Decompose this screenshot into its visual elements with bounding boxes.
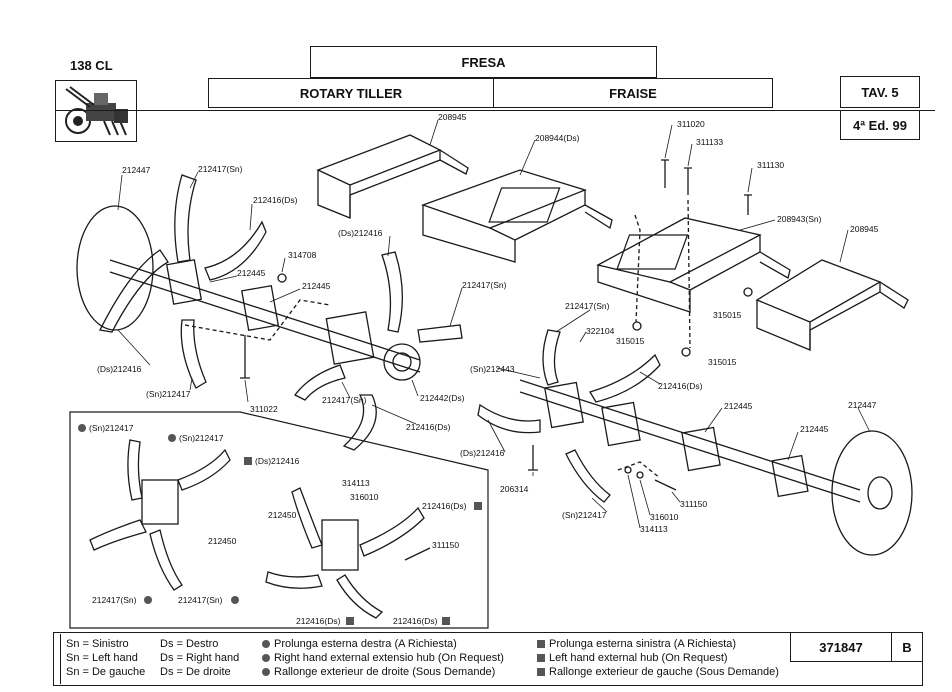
legend-sn-it: Sn = Sinistro — [66, 638, 129, 650]
legend-left-hub-it: Prolunga esterna sinistra (A Richiesta) — [549, 638, 737, 650]
revision-letter: B — [891, 632, 923, 662]
inset-label-212416-d: 212416(Ds) — [393, 616, 438, 626]
cover-208944-ds — [421, 169, 613, 263]
label-212417-sn-a: 212417(Sn) — [198, 164, 243, 174]
label-206314: 206314 — [500, 484, 529, 494]
inset-label-212417-c: 212417(Sn) — [92, 595, 137, 605]
header-rule — [55, 110, 935, 111]
label-212416-ds-b: (Ds)212416 — [338, 228, 383, 238]
legend-right-hub: Prolunga esterna destra (A Richiesta) Ri… — [262, 637, 504, 679]
legend-ds: Ds = Destro Ds = Right hand Ds = De droi… — [160, 637, 239, 679]
label-212445-a: 212445 — [237, 268, 266, 278]
label-208943: 208943(Sn) — [777, 214, 822, 224]
square-marker-icon — [537, 640, 545, 648]
label-314708: 314708 — [288, 250, 317, 260]
label-315015-c: 315015 — [708, 357, 737, 367]
right-shaft — [519, 379, 861, 503]
label-212445-d: 212445 — [800, 424, 829, 434]
label-212445-b: 212445 — [302, 281, 331, 291]
legend-left-hub-fr: Rallonge exterieur de gauche (Sous Deman… — [549, 666, 779, 678]
legend-right-hub-fr: Rallonge exterieur de droite (Sous Deman… — [274, 666, 496, 678]
label-208945-right: 208945 — [850, 224, 879, 234]
inset-label-311150: 311150 — [432, 540, 459, 550]
label-212416-ds-a: 212416(Ds) — [253, 195, 298, 205]
drawing-code: 371847 — [790, 632, 892, 662]
legend-ds-it: Ds = Destro — [160, 638, 219, 650]
label-212416-ds-f: (Ds)212416 — [460, 448, 505, 458]
label-208945-left: 208945 — [438, 112, 467, 122]
label-212442: 212442(Ds) — [420, 393, 465, 403]
label-212447-right: 212447 — [848, 400, 877, 410]
label-315015-a: 315015 — [713, 310, 742, 320]
legend-frame — [53, 632, 923, 686]
label-311020: 311020 — [677, 119, 705, 129]
cover-208945-left — [316, 134, 469, 219]
inset-label-316010: 316010 — [350, 492, 379, 502]
title-french: FRAISE — [493, 78, 773, 108]
inset-label-212417-b: (Sn)212417 — [179, 433, 224, 443]
edition-label: 4ª Ed. 99 — [840, 110, 920, 140]
inset-label-212450-b: 212450 — [268, 510, 297, 520]
label-311133: 311133 — [696, 137, 723, 147]
legend-left-hub-en: Left hand external hub (On Request) — [549, 652, 728, 664]
label-311130: 311130 — [757, 160, 784, 170]
inset-label-212450-a: 212450 — [208, 536, 237, 546]
legend-right-hub-it: Prolunga esterna destra (A Richiesta) — [274, 638, 457, 650]
label-212416-ds-e: 212416(Ds) — [658, 381, 703, 391]
legend-divider — [60, 634, 61, 684]
label-316010-a: 316010 — [650, 512, 679, 522]
legend-left-hub: Prolunga esterna sinistra (A Richiesta) … — [537, 637, 779, 679]
legend-right-hub-en: Right hand external extensio hub (On Req… — [274, 652, 504, 664]
inset-label-212416-a: (Ds)212416 — [255, 456, 300, 466]
label-212417-sn-d: (Sn)212417 — [146, 389, 191, 399]
legend-sn-en: Sn = Left hand — [66, 652, 138, 664]
label-212445-c: 212445 — [724, 401, 753, 411]
label-212417-sn-f: (Sn)212417 — [562, 510, 607, 520]
legend-ds-en: Ds = Right hand — [160, 652, 240, 664]
legend-sn: Sn = Sinistro Sn = Left hand Sn = De gau… — [66, 637, 145, 679]
table-number: TAV. 5 — [840, 76, 920, 108]
model-label: 138 CL — [70, 58, 113, 73]
label-212417-sn-c: 212417(Sn) — [565, 301, 610, 311]
label-322104: 322104 — [586, 326, 615, 336]
cover-208945-right — [755, 259, 909, 351]
inset-label-212416-c: 212416(Ds) — [296, 616, 341, 626]
label-212417-sn-e: 212417(Sn) — [322, 395, 367, 405]
circle-marker-icon — [262, 654, 270, 662]
title-italian: FRESA — [310, 46, 657, 78]
label-208944: 208944(Ds) — [535, 133, 580, 143]
label-212443: (Sn)212443 — [470, 364, 515, 374]
circle-marker-icon — [262, 668, 270, 676]
label-314113-a: 314113 — [640, 524, 668, 534]
legend-sn-fr: Sn = De gauche — [66, 666, 146, 678]
label-212447-left: 212447 — [122, 165, 151, 175]
disc-212447-left — [76, 205, 154, 331]
tiller-machine-icon — [65, 86, 128, 136]
label-212416-ds-d: 212416(Ds) — [406, 422, 451, 432]
inset-label-212416-b: 212416(Ds) — [422, 501, 467, 511]
label-311150-a: 311150 — [680, 499, 707, 509]
inset-label-212417-a: (Sn)212417 — [89, 423, 134, 433]
square-marker-icon — [537, 668, 545, 676]
label-311022: 311022 — [250, 404, 278, 414]
inset-label-314113: 314113 — [342, 478, 370, 488]
left-shaft — [109, 259, 421, 373]
label-212416-ds-c: (Ds)212416 — [97, 364, 142, 374]
title-english: ROTARY TILLER — [208, 78, 494, 108]
inset-label-212417-d: 212417(Sn) — [178, 595, 223, 605]
label-212417-sn-b: 212417(Sn) — [462, 280, 507, 290]
label-315015-b: 315015 — [616, 336, 645, 346]
model-thumbnail — [55, 80, 137, 142]
disc-212447-right — [831, 430, 913, 556]
legend-ds-fr: Ds = De droite — [160, 666, 231, 678]
circle-marker-icon — [262, 640, 270, 648]
square-marker-icon — [537, 654, 545, 662]
